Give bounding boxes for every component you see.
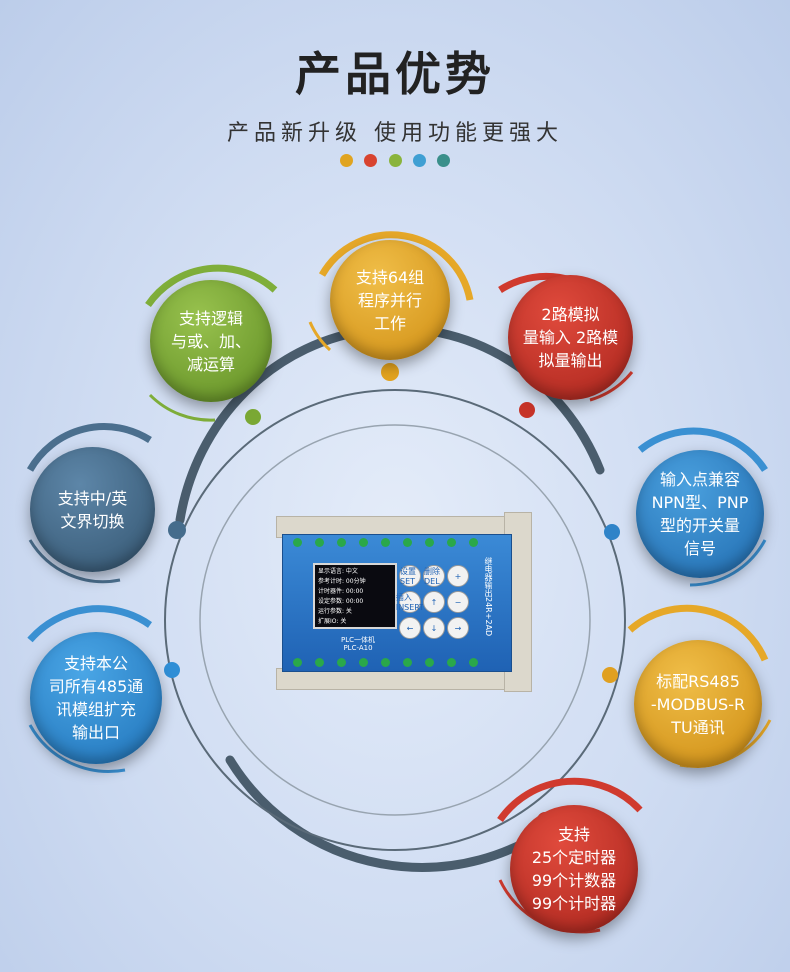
- page-subtitle: 产品新升级 使用功能更强大: [227, 121, 563, 146]
- key-del: 删除 DEL: [423, 565, 445, 587]
- plc-device-image: 显示语言: 中文 参考计时: 00分钟 计时器件: 00:00 设定参数: 00…: [268, 508, 533, 693]
- key-minus: −: [447, 591, 469, 613]
- feature-label: 支持本公 司所有485通 讯模组扩充 输出口: [48, 654, 144, 742]
- feature-analog-io: 2路模拟 量输入 2路模 拟量输出: [508, 275, 633, 400]
- feature-label: 标配RS485 -MODBUS-R TU通讯: [650, 671, 746, 737]
- key-up: ↑: [423, 591, 445, 613]
- feature-label: 支持中/英 文界切换: [57, 488, 128, 531]
- screen-line: 计时器件: 00:00: [318, 588, 364, 595]
- feature-label: 2路模拟 量输入 2路模 拟量输出: [522, 305, 619, 370]
- screen-line: 设定参数: 00:00: [318, 598, 364, 605]
- key-down: ↓: [423, 617, 445, 639]
- feature-timers-counters: 支持 25个定时器 99个计数器 99个计时器: [510, 805, 638, 933]
- key-right: →: [447, 617, 469, 639]
- dot-5: [436, 154, 450, 167]
- device-model: PLC一体机 PLC-A10: [323, 636, 393, 652]
- feature-npn-pnp: 输入点兼容 NPN型、PNP 型的开关量 信号: [636, 450, 764, 578]
- key-insert: 插入 INSERT: [395, 591, 425, 613]
- feature-64-programs: 支持64组 程序并行 工作: [330, 240, 450, 360]
- device-face: 显示语言: 中文 参考计时: 00分钟 计时器件: 00:00 设定参数: 00…: [282, 534, 512, 672]
- feature-485-expansion: 支持本公 司所有485通 讯模组扩充 输出口: [30, 632, 162, 764]
- feature-label: 输入点兼容 NPN型、PNP 型的开关量 信号: [651, 470, 749, 558]
- color-dots: [0, 152, 790, 171]
- feature-logic-ops: 支持逻辑 与或、加、 减运算: [150, 280, 272, 402]
- device-side-text: 继电器输出24R+2AD: [484, 557, 493, 637]
- screen-line: 运行参数: 关: [318, 608, 352, 615]
- dot-4: [412, 154, 426, 167]
- page-title: 产品优势: [295, 47, 495, 101]
- dot-3: [388, 154, 402, 167]
- feature-label: 支持逻辑 与或、加、 减运算: [170, 308, 251, 374]
- device-model-name: PLC一体机: [340, 636, 375, 644]
- key-plus: +: [447, 565, 469, 587]
- dot-2: [364, 154, 378, 167]
- screen-line: 显示语言: 中文: [318, 568, 358, 575]
- device-screen: 显示语言: 中文 参考计时: 00分钟 计时器件: 00:00 设定参数: 00…: [313, 563, 397, 629]
- device-model-code: PLC-A10: [343, 644, 373, 652]
- key-left: ←: [399, 617, 421, 639]
- dot-1: [340, 154, 354, 167]
- key-set: 设置 SET: [399, 565, 421, 587]
- feature-label: 支持64组 程序并行 工作: [355, 267, 425, 333]
- screen-line: 参考计时: 00分钟: [318, 578, 366, 585]
- screen-line: 扩展IO: 关: [318, 618, 347, 625]
- feature-language-switch: 支持中/英 文界切换: [30, 447, 155, 572]
- feature-modbus: 标配RS485 -MODBUS-R TU通讯: [634, 640, 762, 768]
- feature-label: 支持 25个定时器 99个计数器 99个计时器: [531, 825, 617, 913]
